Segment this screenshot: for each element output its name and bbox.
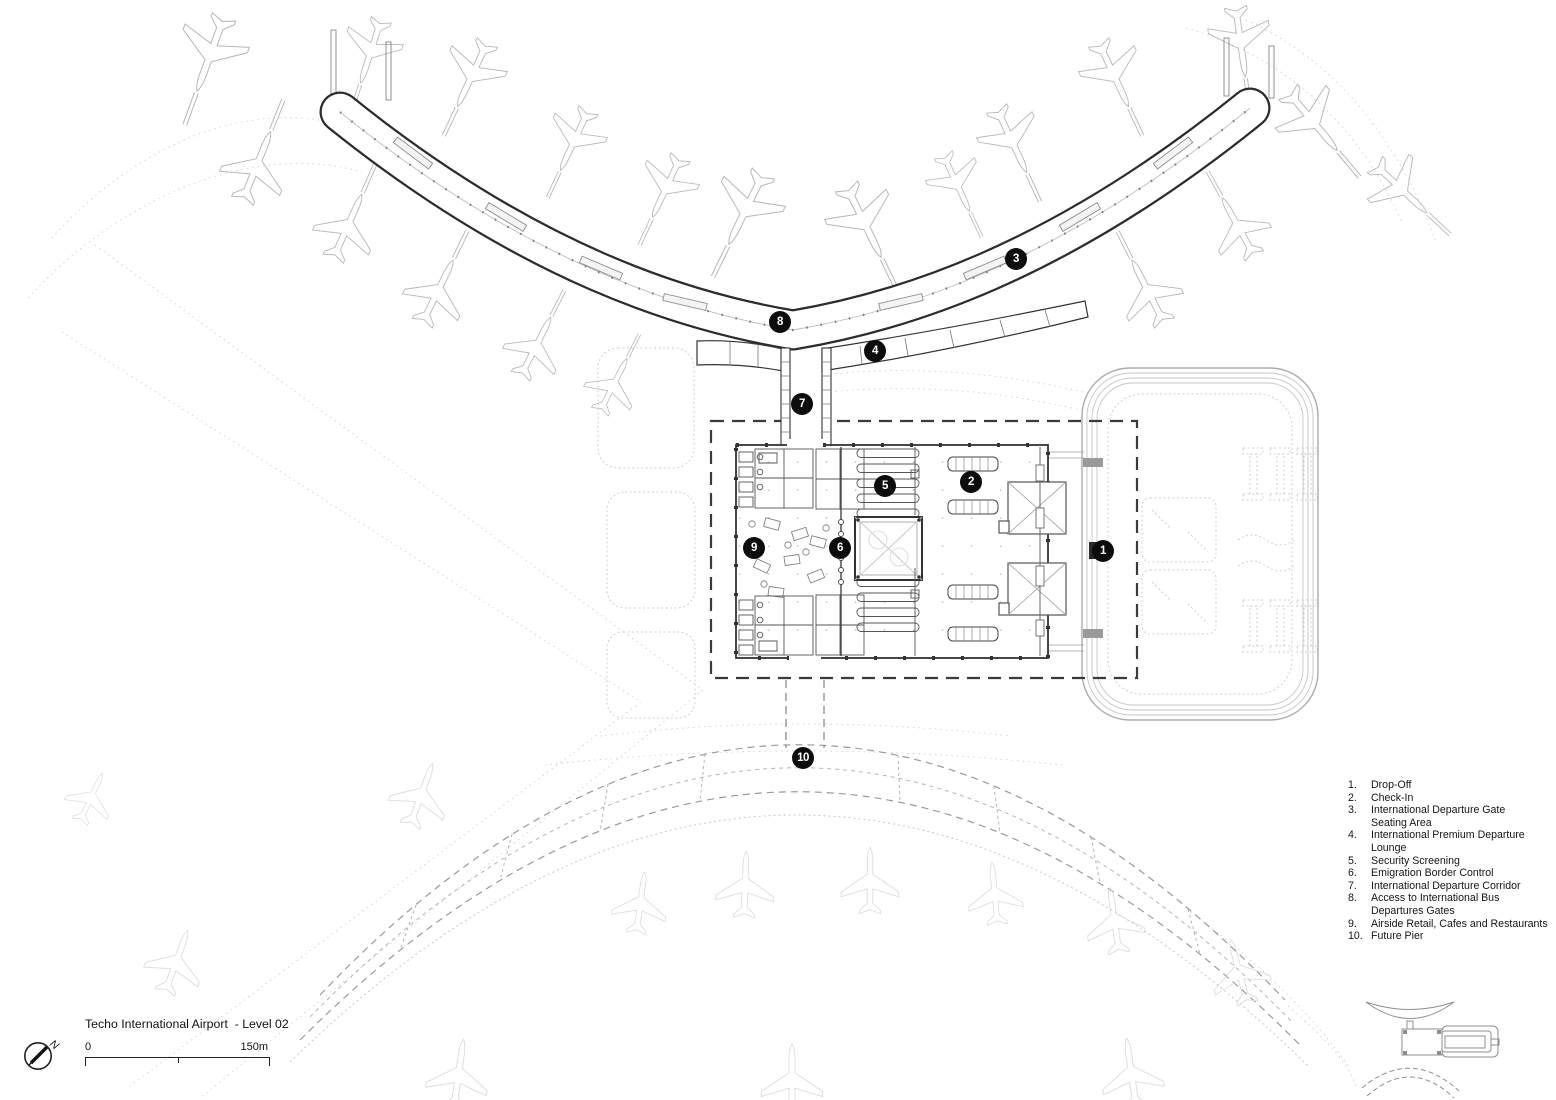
legend-item-label: Drop-Off: [1371, 779, 1412, 791]
legend-item: 8. Access to International Bus Departure…: [1348, 892, 1548, 917]
legend-item-number: 7.: [1348, 879, 1357, 892]
north-arrow-icon: N: [24, 1038, 61, 1070]
legend-item-number: 5.: [1348, 854, 1357, 867]
legend-item-label: Future Pier: [1371, 930, 1424, 943]
plan-marker-1: 1: [1092, 540, 1114, 562]
plan-marker-8: 8: [769, 311, 791, 333]
inner-facade: [1035, 447, 1045, 656]
gate-pier-walkways: [392, 136, 1194, 311]
plan-marker-9: 9: [743, 537, 765, 559]
terminal-building: [734, 439, 1067, 662]
legend-item-number: 9.: [1348, 917, 1357, 930]
plan-marker-6: 6: [829, 537, 851, 559]
legend-item-label: Access to International Bus: [1371, 892, 1500, 905]
plan-marker-10: 10: [792, 747, 814, 769]
legend-item: 7. International Departure Corridor: [1348, 880, 1548, 893]
legend-item-number: 1.: [1348, 779, 1357, 791]
future-pier: [58, 680, 1311, 1100]
key-plan-road-loop: [1441, 1025, 1500, 1058]
legend-item: 3. International Departure Gate Seating …: [1348, 804, 1548, 829]
legend-item: 4. International Premium Departure Loung…: [1348, 829, 1548, 854]
site-boundary: [709, 419, 1139, 680]
legend-item: 1. Drop-Off: [1348, 779, 1548, 792]
legend-item-number: 6.: [1348, 867, 1357, 880]
legend-item: 5. Security Screening: [1348, 855, 1548, 868]
background-taxiways: [27, 19, 1437, 1099]
drawing-title: Techo International Airport - Level 02: [85, 1017, 289, 1031]
key-plan: [1361, 1001, 1500, 1099]
legend-item: 6. Emigration Border Control: [1348, 867, 1548, 880]
scale-start-label: 0: [85, 1041, 92, 1053]
legend-item-label: Check-In: [1371, 791, 1414, 804]
future-pier-ties: [399, 753, 1201, 955]
plan-marker-5: 5: [874, 475, 896, 497]
legend-item-label: International Premium Departure: [1371, 829, 1525, 842]
legend-item: 9. Airside Retail, Cafes and Restaurants: [1348, 918, 1548, 931]
plan-marker-2: 2: [960, 471, 982, 493]
legend-item-number: 10.: [1348, 930, 1363, 943]
legend-item-number: 3.: [1348, 804, 1357, 817]
gate-pier-tip-bridges: [330, 29, 1275, 101]
crosswalk: [1083, 629, 1103, 638]
scale-end-label: 150m: [240, 1041, 268, 1053]
legend-item-label: International Departure Gate: [1371, 804, 1506, 817]
key-plan-future-pier: [1361, 1067, 1460, 1092]
gate-pier: [153, 3, 1472, 424]
scale-bar-labels: 0 150m: [85, 1041, 268, 1053]
legend-item-label: International Departure Corridor: [1371, 879, 1521, 892]
service-cores: [754, 448, 865, 656]
scale-bar: [85, 1057, 270, 1066]
key-plan-pier: [1365, 1001, 1455, 1019]
check-in-islands: [947, 456, 999, 642]
gate-pier-band-interior: [321, 89, 1269, 349]
terminal-curb-links: [1048, 451, 1084, 652]
curbside-road-loop: [1048, 367, 1319, 721]
plan-marker-4: 4: [864, 340, 886, 362]
legend-item-label: Airside Retail, Cafes and Restaurants: [1371, 917, 1548, 930]
airside-retail-zone: [738, 451, 830, 656]
plan-marker-3: 3: [1005, 248, 1027, 270]
crosswalk: [1083, 458, 1103, 467]
parking-rows: [1141, 447, 1318, 653]
legend-item-label: Departures Gates: [1371, 904, 1455, 917]
gate-pier-planes: [153, 3, 1472, 424]
legend-item-label: Seating Area: [1371, 816, 1432, 829]
legend-item-label: Security Screening: [1371, 854, 1460, 867]
plan-marker-7: 7: [791, 393, 813, 415]
key-plan-terminal: [1401, 1028, 1443, 1056]
future-pier-connector: [785, 680, 825, 748]
legend: 1. Drop-Off 2. Check-In 3. International…: [1348, 779, 1548, 943]
legend-item: 2. Check-In: [1348, 792, 1548, 805]
legend-item-number: 2.: [1348, 791, 1357, 804]
legend-item-number: 8.: [1348, 892, 1357, 905]
central-atrium: [854, 516, 923, 581]
legend-item-label: Lounge: [1371, 841, 1407, 854]
legend-item: 10. Future Pier: [1348, 930, 1548, 943]
legend-item-number: 4.: [1348, 829, 1357, 842]
legend-item-label: Emigration Border Control: [1371, 867, 1494, 880]
premium-lounge-wings: [696, 300, 1089, 372]
